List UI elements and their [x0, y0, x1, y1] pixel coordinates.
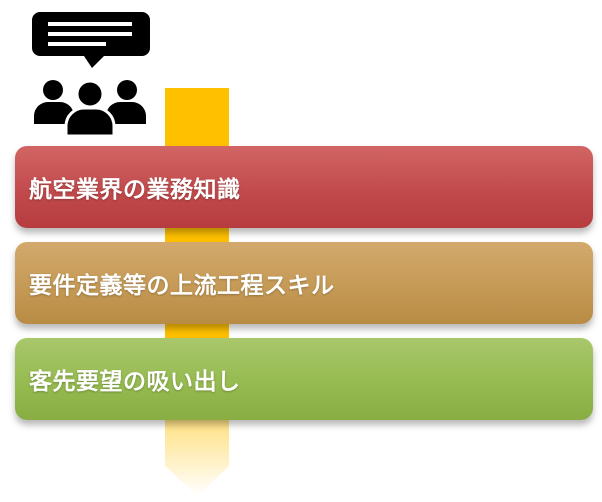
- skill-row-aviation: 航空業界の業務知識: [15, 146, 593, 228]
- skill-row-label: 航空業界の業務知識: [29, 177, 241, 203]
- people-discussion-icon: [28, 10, 152, 140]
- skill-row-label: 要件定義等の上流工程スキル: [29, 273, 335, 299]
- skill-row-label: 客先要望の吸い出し: [29, 369, 241, 395]
- skill-row-upstream: 要件定義等の上流工程スキル: [15, 242, 593, 324]
- skill-row-client-needs: 客先要望の吸い出し: [15, 338, 593, 420]
